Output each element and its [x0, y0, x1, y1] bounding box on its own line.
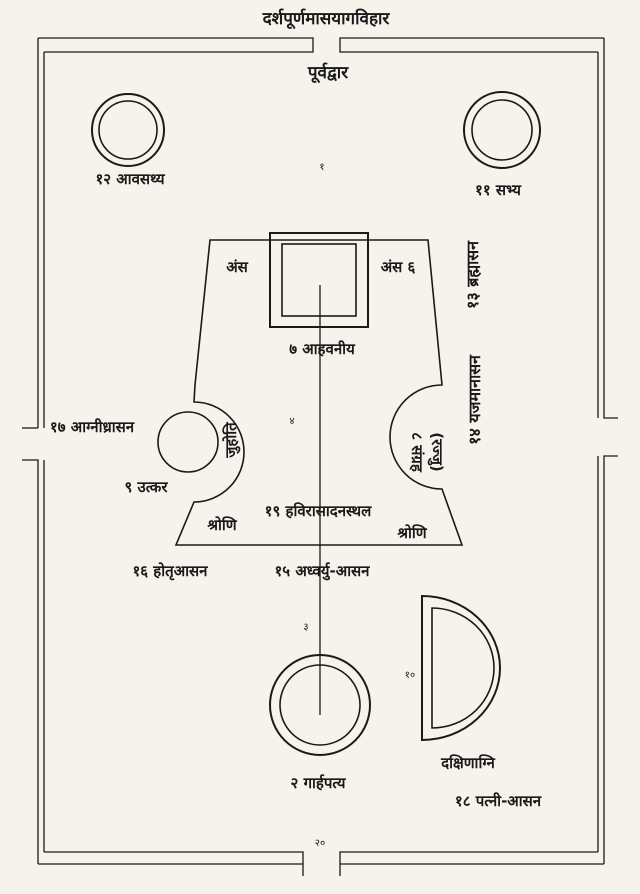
havirasadana-label: १९ हविरासादनस्थल: [265, 502, 372, 520]
garhapatya-fire: [269, 654, 371, 756]
ahavaniya-fire: [269, 232, 369, 328]
sabhya-fire: [463, 91, 541, 169]
brahmasana-label: १३ ब्रह्मासन: [463, 240, 482, 309]
garhapatya-label: २ गार्हपत्य: [291, 774, 347, 792]
ams-left-label: अंस: [226, 258, 248, 276]
mark-10: १०: [405, 670, 415, 681]
vedi-outline: [174, 239, 464, 546]
rajju-label: (रज्जु): [427, 432, 446, 472]
diagram-title: दर्शपूर्णमासयागविहार: [262, 8, 391, 30]
yajamanasana-label: १४ यजमानासन: [465, 354, 484, 445]
dakshinagni-label: दक्षिणाग्नि: [440, 754, 495, 772]
dakshinagni-fire: [421, 594, 501, 742]
adhvaryu-asana-label: १५ अध्वर्यु-आसन: [275, 562, 371, 581]
utkara-mound: [157, 411, 219, 473]
enclosure-wall: [22, 37, 618, 876]
mark-3: ३: [303, 622, 308, 633]
avasathya-fire: [91, 93, 165, 167]
shroni-left-label: श्रोणि: [206, 516, 237, 534]
mark-4: ४: [289, 416, 294, 427]
mark-20: २०: [315, 838, 325, 849]
utkara-label: ९ उत्कर: [125, 478, 169, 496]
juhoti-label: जुहोति: [222, 421, 241, 459]
avasathya-label: १२ आवसथ्य: [95, 170, 165, 188]
ams-right-label: अंस ६: [381, 258, 416, 276]
agnidhrasana-label: १७ आग्नीध्रासन: [50, 418, 135, 436]
hotrasana-label: १६ होतृआसन: [132, 562, 208, 581]
shroni-right-label: श्रोणि: [396, 524, 427, 542]
patni-asana-label: १८ पत्नी-आसन: [455, 792, 542, 810]
sangraha-label: ८ संग्रह: [408, 432, 426, 473]
sabhya-label: ११ सभ्य: [475, 181, 522, 199]
east-gate-label: पूर्वद्वार: [307, 62, 349, 84]
mark-1: १: [319, 162, 324, 173]
ahavaniya-label: ७ आहवनीय: [289, 340, 356, 358]
